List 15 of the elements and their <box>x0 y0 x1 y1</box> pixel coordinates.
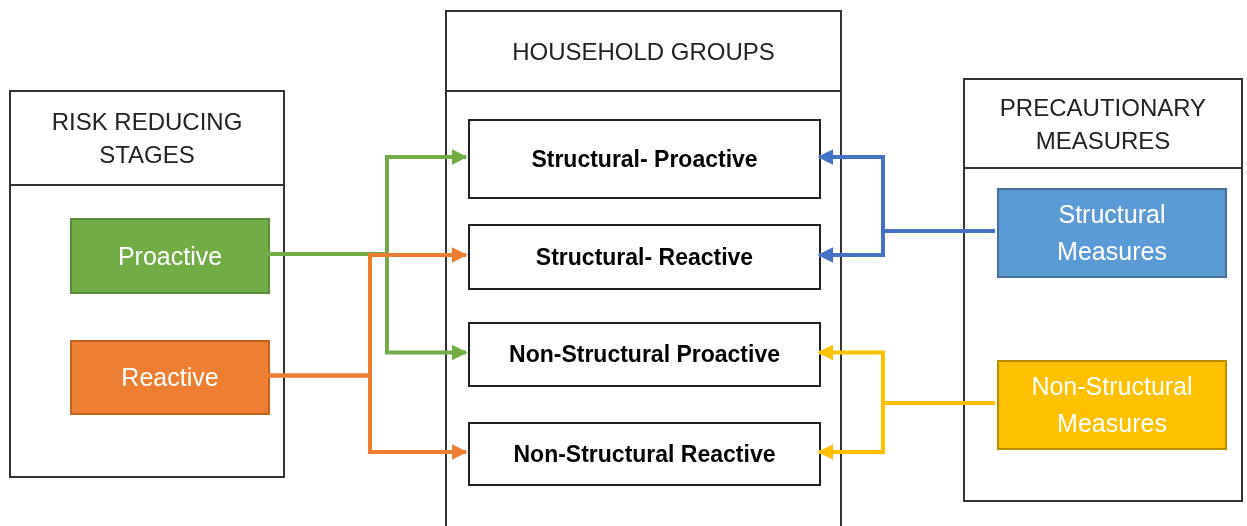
group-box: Structural- Proactive <box>468 119 821 199</box>
category-box: Non-Structural Measures <box>997 360 1227 450</box>
group-panel <box>445 10 842 526</box>
category-box: Proactive <box>70 218 270 294</box>
group-box: Non-Structural Reactive <box>468 422 821 486</box>
panel-heading: RISK REDUCING STAGES <box>50 107 244 170</box>
category-box: Structural Measures <box>997 188 1227 278</box>
group-panel <box>9 90 285 478</box>
group-box: Structural- Reactive <box>468 224 821 290</box>
group-box: Non-Structural Proactive <box>468 322 821 387</box>
category-box: Reactive <box>70 340 270 415</box>
arrow <box>268 373 468 460</box>
panel-heading: HOUSEHOLD GROUPS <box>512 36 775 67</box>
panel-heading: PRECAUTIONARY MEASURES <box>998 92 1208 156</box>
group-panel <box>963 78 1243 502</box>
